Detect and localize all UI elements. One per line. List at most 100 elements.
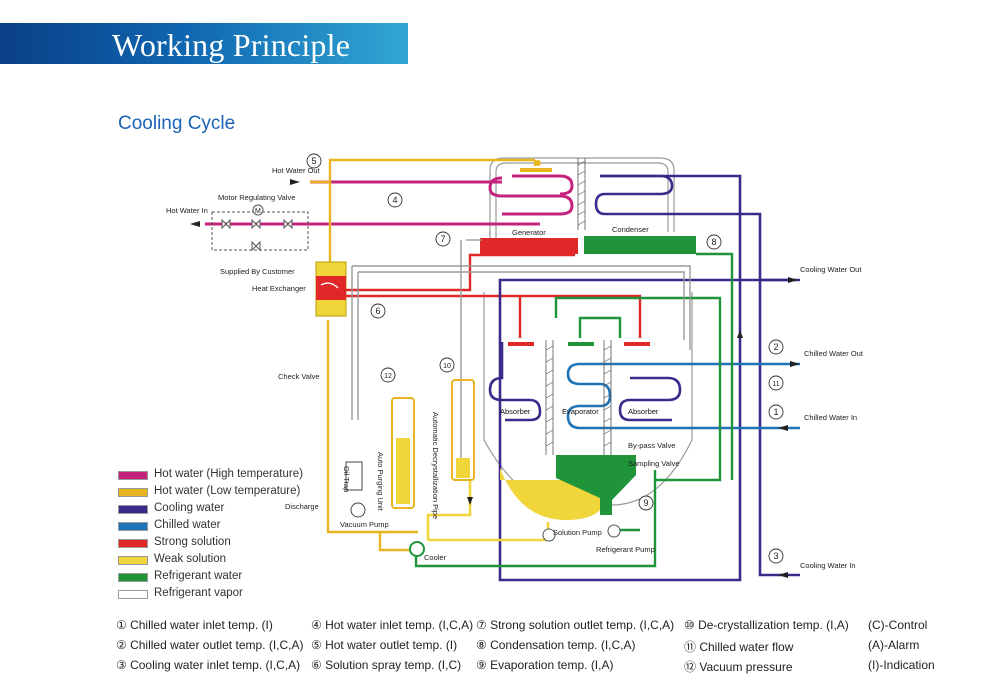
label-chilled-out: Chilled Water Out — [804, 349, 864, 358]
legend-swatch — [118, 471, 148, 480]
label-cooling-out: Cooling Water Out — [800, 265, 862, 274]
chilled-water-lines — [566, 362, 800, 430]
marker-12 — [380, 367, 396, 383]
svg-text:10: 10 — [443, 363, 451, 370]
refrigerant-water-lines — [414, 252, 734, 568]
label-solution-pump: Solution Pump — [553, 528, 602, 537]
bulb-top — [535, 160, 541, 166]
tube-bundles — [545, 158, 612, 455]
label-oil-trap: Oil Trap — [342, 466, 351, 492]
label-hot-water-in: Hot Water In — [166, 206, 208, 215]
marker-9 — [638, 495, 654, 511]
measurement-notes: ① Chilled water inlet temp. (I) ② Chille… — [116, 618, 996, 676]
label-heat-exchanger: Heat Exchanger — [252, 284, 306, 293]
hot-water-high-lines — [205, 174, 574, 226]
marker-6 — [370, 303, 386, 319]
svg-text:2: 2 — [773, 342, 778, 352]
marker-5 — [306, 153, 322, 169]
label-absorber-right: Absorber — [628, 407, 659, 416]
spray-tray-top — [520, 168, 552, 172]
condenser-refrigerant — [584, 236, 696, 254]
label-chilled-in: Chilled Water In — [804, 413, 857, 422]
svg-text:1: 1 — [773, 407, 778, 417]
label-supplied: Supplied By Customer — [220, 267, 295, 276]
legend-swatch — [118, 522, 148, 531]
marker-3 — [768, 548, 784, 564]
oil-trap — [345, 461, 363, 491]
label-auto-purging: Auto Purging Unit — [376, 452, 385, 512]
legend-swatch — [118, 556, 148, 565]
cooler-icon — [409, 541, 425, 557]
marker-8 — [706, 234, 722, 250]
marker-4 — [387, 192, 403, 208]
decrystallization-pipe — [451, 379, 475, 481]
svg-text:4: 4 — [392, 195, 397, 205]
label-cooler: Cooler — [424, 553, 447, 562]
tube-hatch — [545, 160, 612, 447]
hot-water-low-lines — [310, 158, 537, 552]
section-title: Cooling Cycle — [118, 113, 236, 134]
label-generator: Generator — [512, 228, 546, 237]
vapor-lines — [351, 239, 691, 470]
label-absorber-left: Absorber — [500, 407, 531, 416]
svg-text:6: 6 — [375, 306, 380, 316]
page-title: Working Principle — [112, 27, 351, 63]
flow-arrows — [190, 179, 800, 578]
label-motor-m: M — [255, 208, 261, 215]
svg-text:7: 7 — [440, 234, 445, 244]
marker-10 — [439, 357, 455, 373]
label-vacuum-pump: Vacuum Pump — [340, 520, 389, 529]
marker-11 — [768, 375, 784, 391]
note-item: ⑧ Condensation temp. (I,C,A) — [476, 638, 636, 652]
note-item: ⑨ Evaporation temp. (I,A) — [476, 658, 614, 672]
label-evaporator: Evaporator — [562, 407, 599, 416]
note-item: ⑪ Chilled water flow — [684, 640, 794, 654]
svg-text:5: 5 — [311, 156, 316, 166]
title-banner — [0, 23, 408, 64]
auto-purging-unit — [391, 397, 415, 509]
evaporator-pan — [556, 455, 636, 515]
svg-text:9: 9 — [643, 498, 648, 508]
note-item: (I)-Indication — [868, 658, 935, 672]
svg-text:11: 11 — [772, 381, 779, 388]
refrigerant-pump-icon — [607, 524, 621, 538]
legend-swatch — [118, 505, 148, 514]
strong-solution-lines — [346, 253, 642, 338]
note-item: ① Chilled water inlet temp. (I) — [116, 618, 273, 632]
label-discharge: Discharge — [285, 502, 319, 511]
label-auto-decrys: Automatic Decrystallization Pipe — [431, 412, 440, 519]
spray-trays — [508, 342, 650, 346]
marker-1 — [768, 404, 784, 420]
svg-text:3: 3 — [773, 551, 778, 561]
label-cooling-in: Cooling Water In — [800, 561, 856, 570]
label-bypass-valve: By-pass Valve — [628, 441, 675, 450]
solution-pump-icon — [542, 528, 556, 542]
legend-swatch — [118, 590, 148, 599]
motor-regulating-valve — [211, 204, 309, 252]
marker-7 — [435, 231, 451, 247]
svg-text:12: 12 — [384, 373, 392, 380]
note-item: ⑤ Hot water outlet temp. (I) — [311, 638, 458, 652]
vacuum-pump-icon — [350, 502, 366, 518]
note-item: ⑥ Solution spray temp. (I,C) — [311, 658, 462, 672]
note-item: ⑦ Strong solution outlet temp. (I,C,A) — [476, 618, 675, 632]
note-item: (A)-Alarm — [868, 638, 920, 652]
label-refrigerant-pump: Refrigerant Pump — [596, 545, 655, 554]
note-item: ⑩ De-crystallization temp. (I,A) — [684, 618, 849, 632]
note-item: (C)-Control — [868, 618, 928, 632]
note-item: ④ Hot water inlet temp. (I,C,A) — [311, 618, 474, 632]
label-sampling-valve: Sampling Valve — [628, 459, 680, 468]
note-item: ③ Cooling water inlet temp. (I,C,A) — [116, 658, 301, 672]
heat-exchanger-core — [316, 276, 346, 300]
svg-text:8: 8 — [711, 237, 716, 247]
legend-swatch — [118, 488, 148, 497]
label-hot-water-out: Hot Water Out — [272, 166, 321, 175]
generator-solution — [480, 238, 578, 254]
note-item: ⑫ Vacuum pressure — [684, 660, 793, 674]
decrys-fill — [456, 458, 470, 478]
legend-swatch — [118, 539, 148, 548]
note-item: ② Chilled water outlet temp. (I,C,A) — [116, 638, 304, 652]
legend-swatch — [118, 573, 148, 582]
heat-exchanger-coil — [320, 282, 339, 289]
